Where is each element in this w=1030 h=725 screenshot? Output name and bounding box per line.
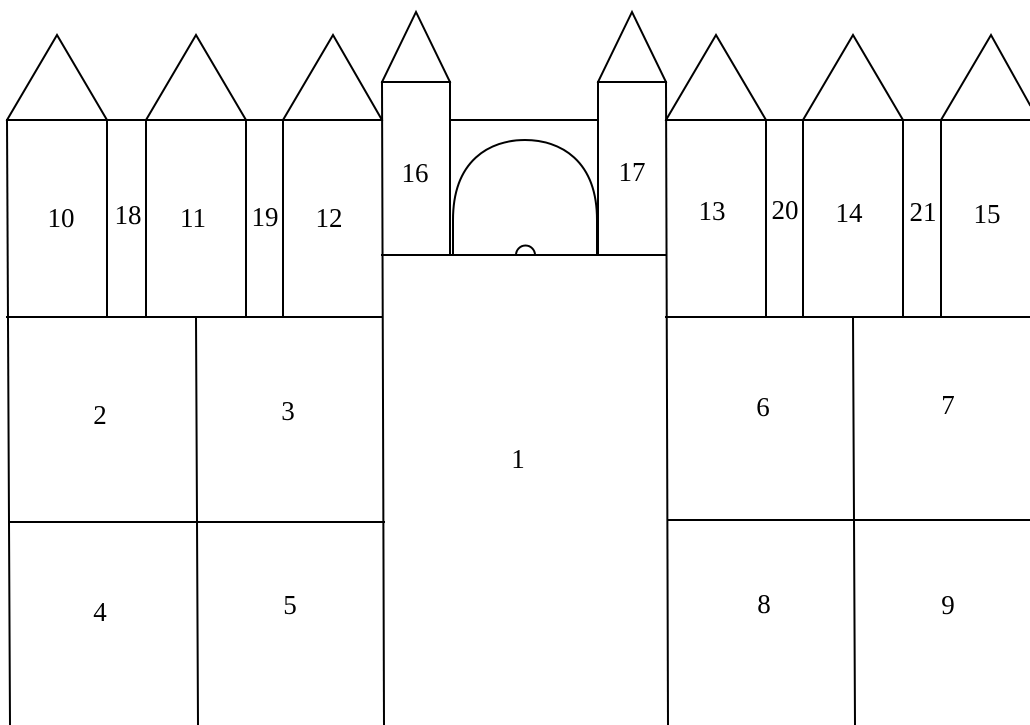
castle-outline	[7, 82, 1030, 725]
region-label-17: 17	[619, 157, 646, 187]
roof-16	[382, 12, 450, 82]
roof-17	[598, 12, 666, 82]
region-label-20: 20	[772, 195, 799, 225]
roofs	[7, 12, 1030, 120]
region-label-13: 13	[699, 196, 726, 226]
region-labels: 1 2 3 4 5 6 7 8 9 10 11 12 13 14 15 16 1…	[48, 157, 1001, 627]
region-label-15: 15	[974, 199, 1001, 229]
roof-13	[666, 35, 766, 120]
region-label-8: 8	[757, 589, 771, 619]
region-label-19: 19	[252, 202, 279, 232]
region-label-3: 3	[281, 396, 295, 426]
region-label-4: 4	[93, 597, 107, 627]
region-label-1: 1	[511, 444, 525, 474]
region-label-7: 7	[941, 390, 955, 420]
region-label-21: 21	[910, 197, 937, 227]
region-label-2: 2	[93, 400, 107, 430]
region-label-11: 11	[180, 203, 206, 233]
region-label-16: 16	[402, 158, 429, 188]
region-label-9: 9	[941, 590, 955, 620]
region-label-14: 14	[836, 198, 864, 228]
roof-11	[146, 35, 246, 120]
region-label-5: 5	[283, 590, 297, 620]
roof-14	[803, 35, 903, 120]
region-label-18: 18	[115, 200, 142, 230]
region-label-6: 6	[756, 392, 770, 422]
roof-12	[283, 35, 382, 120]
region-label-12: 12	[316, 203, 343, 233]
roof-10	[7, 35, 107, 120]
roof-15	[941, 35, 1030, 120]
region-label-10: 10	[48, 203, 75, 233]
